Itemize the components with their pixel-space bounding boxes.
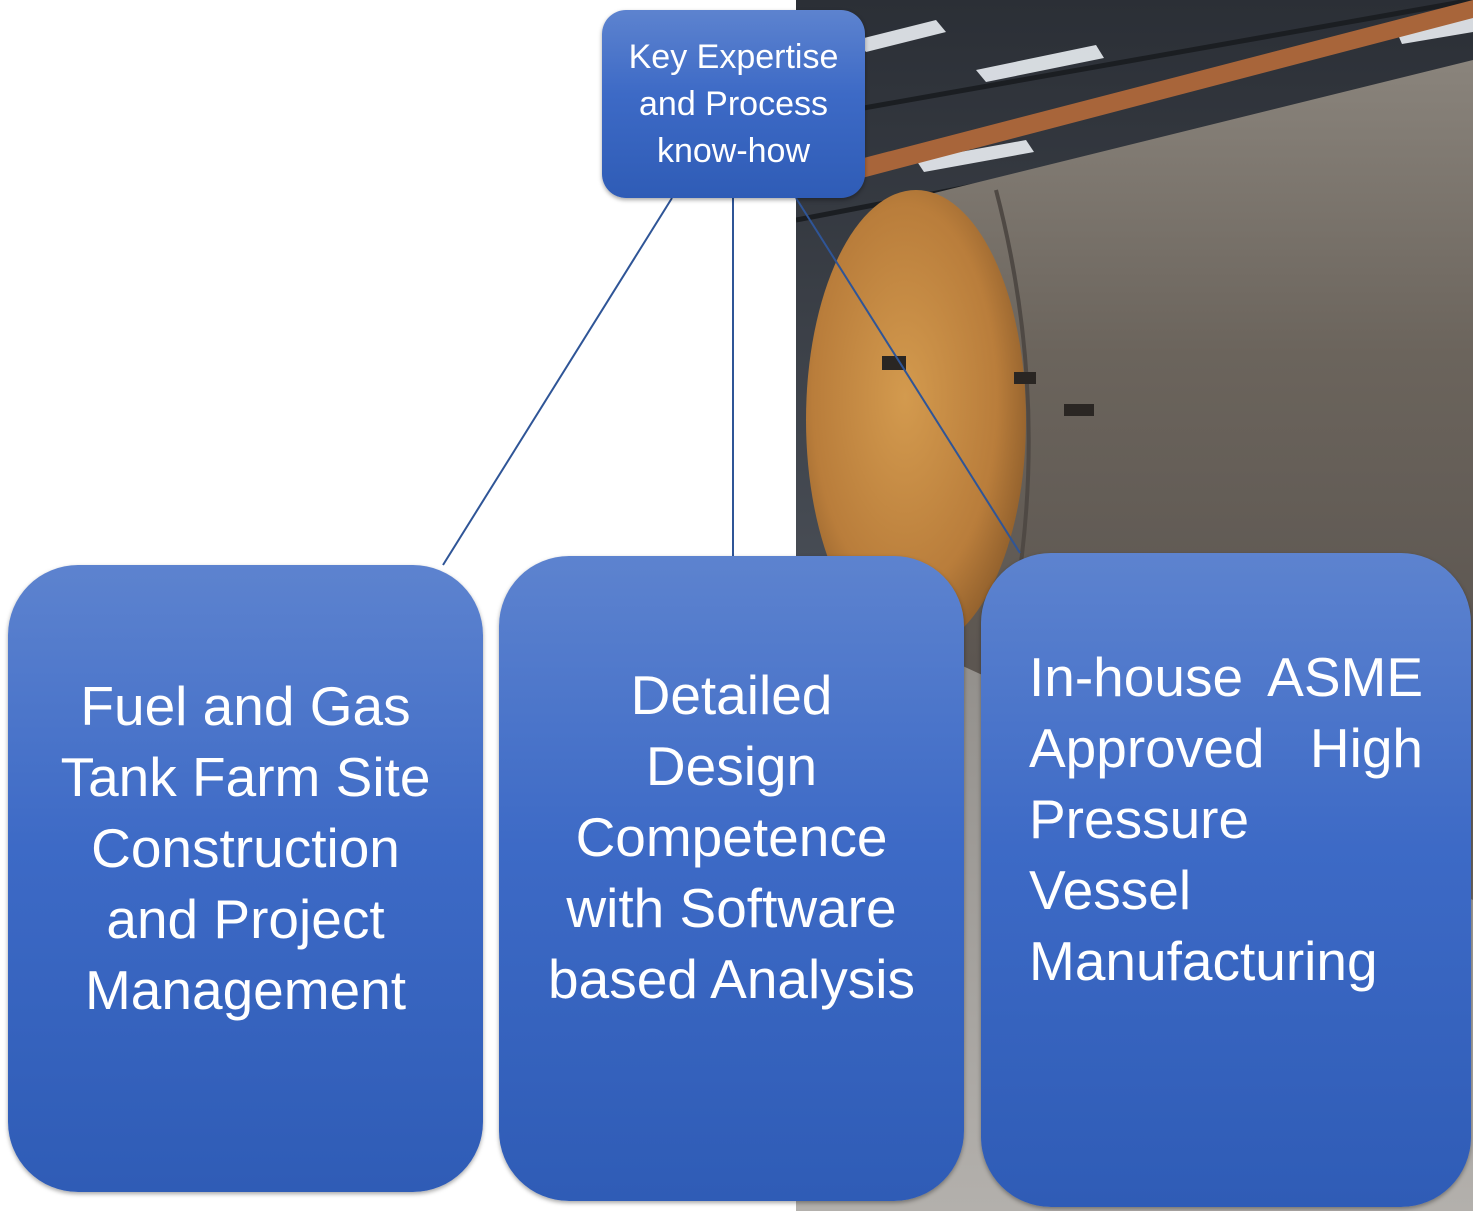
detailed-design-node: Detailed Design Competence with Software… (499, 556, 964, 1201)
key-expertise-node: Key Expertise and Process know-how (602, 10, 865, 198)
connector-line-left (442, 197, 673, 566)
asme-vessel-manufacturing-label: In-house ASME Approved High Pressure Ves… (1029, 645, 1423, 992)
tank-farm-construction-node: Fuel and Gas Tank Farm Site Construction… (8, 565, 483, 1192)
key-expertise-label: Key Expertise and Process know-how (628, 37, 839, 170)
detailed-design-label: Detailed Design Competence with Software… (548, 664, 915, 1010)
asme-vessel-manufacturing-node: In-house ASME Approved High Pressure Ves… (981, 553, 1471, 1207)
tank-farm-construction-label: Fuel and Gas Tank Farm Site Construction… (60, 675, 431, 1021)
